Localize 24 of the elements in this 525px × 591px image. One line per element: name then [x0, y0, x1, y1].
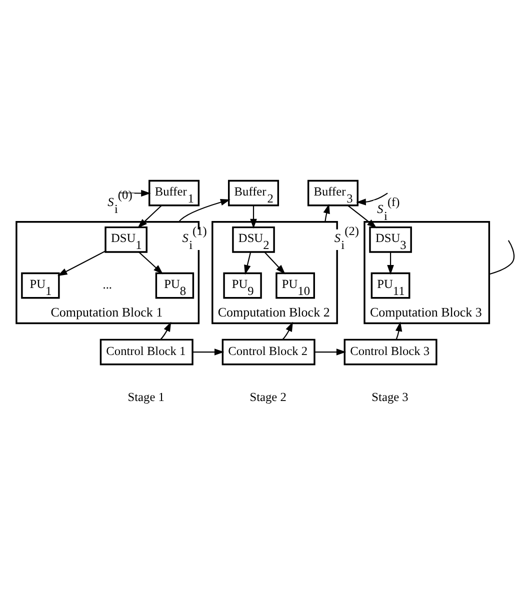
arrow — [348, 205, 377, 228]
arrow — [250, 206, 257, 229]
arrow — [323, 204, 330, 222]
arrow — [192, 348, 224, 356]
node-box: Control Block 1 — [100, 338, 194, 366]
arrow — [138, 205, 162, 228]
arrow — [160, 322, 172, 340]
arrow — [356, 192, 388, 206]
node-box: Control Block 3 — [344, 338, 438, 366]
arrow — [395, 322, 402, 340]
arrow — [282, 322, 293, 340]
arrow — [244, 252, 252, 275]
arrow — [387, 252, 394, 275]
arrow — [264, 252, 286, 274]
connector — [489, 240, 515, 275]
label: Stage 1 — [128, 390, 164, 404]
arrow — [138, 252, 164, 274]
label: Stage 3 — [372, 390, 408, 404]
label: ... — [102, 278, 112, 292]
label: Stage 2 — [250, 390, 286, 404]
arrow — [178, 198, 230, 222]
arrow — [314, 348, 346, 356]
node-box: Control Block 2 — [222, 338, 316, 366]
arrow — [57, 250, 106, 276]
